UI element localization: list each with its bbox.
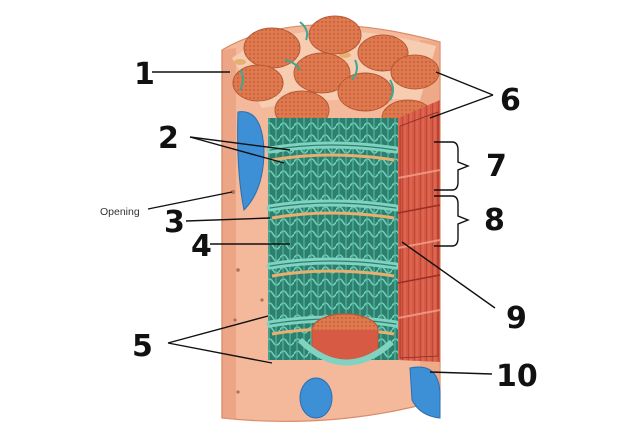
leader-lines	[147, 71, 496, 375]
label-5: 5	[132, 329, 153, 364]
striated-myofibrils	[397, 100, 441, 362]
sarcolemma-pores	[231, 190, 264, 394]
label-1: 1	[134, 57, 155, 92]
label-4: 4	[191, 229, 212, 264]
label-3: 3	[164, 205, 185, 240]
label-2: 2	[158, 121, 179, 156]
label-7: 7	[486, 149, 507, 184]
label-10: 10	[496, 359, 538, 394]
nuclei	[237, 111, 441, 419]
myofibril-cross-section-bottom	[297, 313, 394, 366]
reticulum-top	[239, 21, 394, 101]
number-labels: 1 2 3 4 5 6 7 8 9 10 Opening	[100, 57, 538, 394]
reticulum-network	[266, 118, 400, 360]
label-6: 6	[500, 83, 521, 118]
label-8: 8	[484, 203, 505, 238]
label-9: 9	[506, 301, 527, 336]
terminal-cisternae	[271, 153, 395, 336]
opening-label: Opening	[100, 206, 140, 218]
